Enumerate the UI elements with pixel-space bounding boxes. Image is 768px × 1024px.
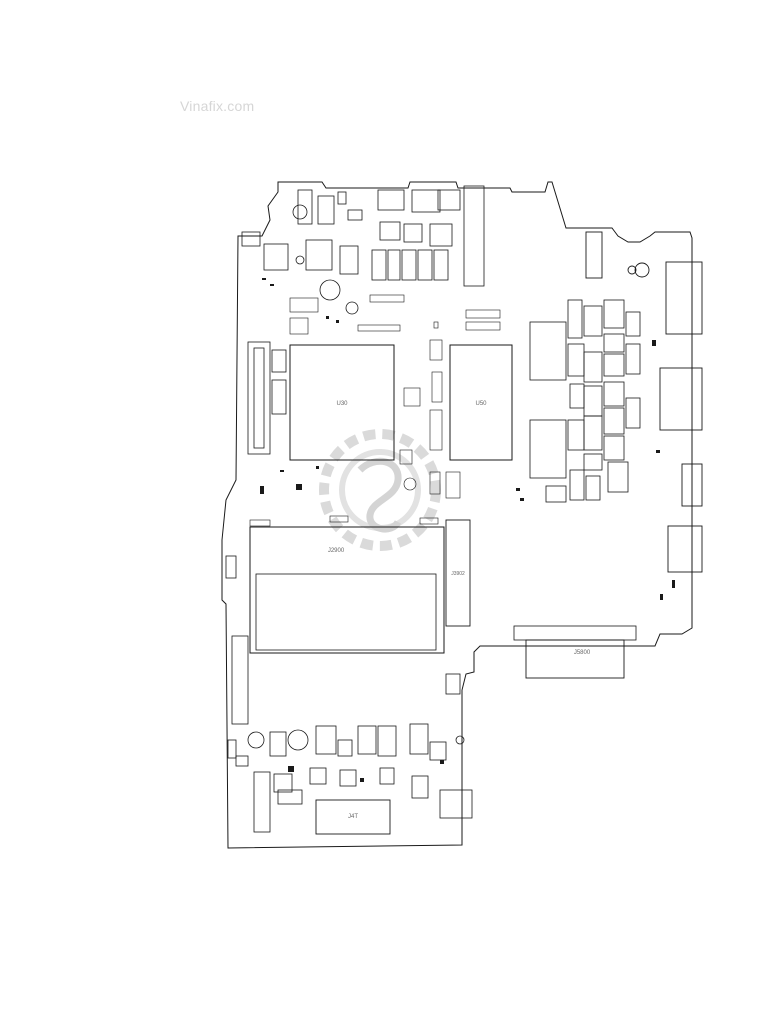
bottom-right-connector-label: J5800 — [574, 650, 591, 656]
bottom-connector: J4T — [315, 799, 391, 835]
side-connector-label: J3902 — [451, 571, 465, 577]
soc-right-label: U50 — [475, 401, 487, 407]
dimm-slot: J2900 — [249, 515, 445, 654]
top-component-row — [241, 185, 485, 315]
bottom-right-connector: J5800 — [513, 625, 637, 679]
bottom-cluster — [253, 723, 473, 833]
soc-left: U30 — [289, 344, 395, 461]
passive-components — [260, 278, 675, 782]
bottom-connector-label: J4T — [348, 814, 358, 820]
gear-logo-icon — [319, 429, 441, 551]
soc-left-label: U30 — [336, 401, 348, 407]
right-edge-ports — [585, 231, 703, 573]
power-cluster — [529, 299, 641, 503]
left-edge-connector — [247, 341, 287, 455]
side-connector: J3902 — [445, 519, 471, 627]
dimm-slot-label: J2900 — [328, 548, 345, 554]
soc-right: U50 — [449, 344, 513, 461]
board-outline — [221, 181, 693, 849]
left-lower-components — [225, 555, 465, 767]
pad-rows — [289, 294, 501, 335]
middle-components — [399, 339, 461, 499]
watermark-text: Vinafix.com — [180, 98, 255, 114]
